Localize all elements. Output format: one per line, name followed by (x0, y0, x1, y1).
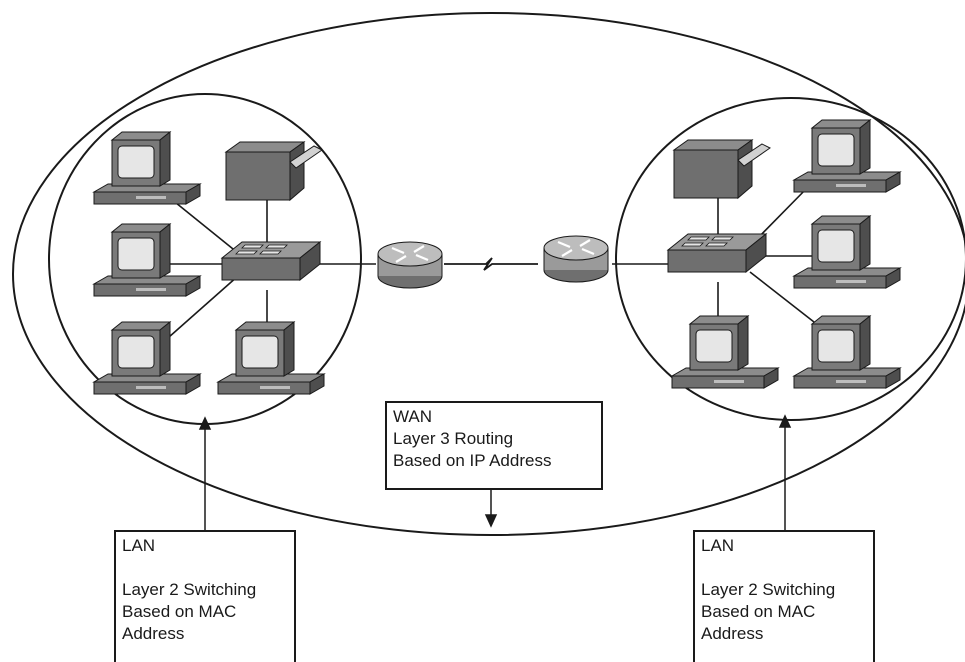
lan-right-line-2: Based on MAC (701, 602, 816, 621)
lan-left-line-1: Layer 2 Switching (122, 580, 257, 599)
wan-line-2: Based on IP Address (393, 451, 552, 470)
computer-icon (217, 321, 325, 395)
computer-icon (793, 119, 901, 193)
switch-icon (667, 233, 767, 273)
lan-left-line-3: Address (122, 624, 185, 643)
switch-icon (221, 241, 321, 281)
computer-icon (93, 321, 201, 395)
computer-icon (671, 315, 779, 389)
lan-right-title: LAN (701, 536, 735, 555)
wan-line-1: Layer 3 Routing (393, 429, 514, 448)
lan-right-line-1: Layer 2 Switching (701, 580, 836, 599)
lan-right-line-3: Address (701, 624, 764, 643)
router-icon (542, 234, 610, 284)
wan-label-box: WAN Layer 3 Routing Based on IP Address (385, 401, 603, 490)
wan-title: WAN (393, 407, 433, 426)
callout-arrows (198, 414, 792, 530)
printer-icon (225, 141, 323, 201)
wan-boundary (12, 12, 965, 536)
serial-link-icon (444, 257, 538, 271)
printer-icon (673, 139, 771, 199)
computer-icon (793, 315, 901, 389)
computer-icon (93, 223, 201, 297)
lan-left-label-box: LAN Layer 2 Switching Based on MAC Addre… (114, 530, 296, 662)
lan-left-title: LAN (122, 536, 156, 555)
lan-left-line-2: Based on MAC (122, 602, 237, 621)
computer-icon (793, 215, 901, 289)
lan-right-label-box: LAN Layer 2 Switching Based on MAC Addre… (693, 530, 875, 662)
lan-right-boundary (615, 97, 965, 421)
router-icon (376, 240, 444, 290)
computer-icon (93, 131, 201, 205)
